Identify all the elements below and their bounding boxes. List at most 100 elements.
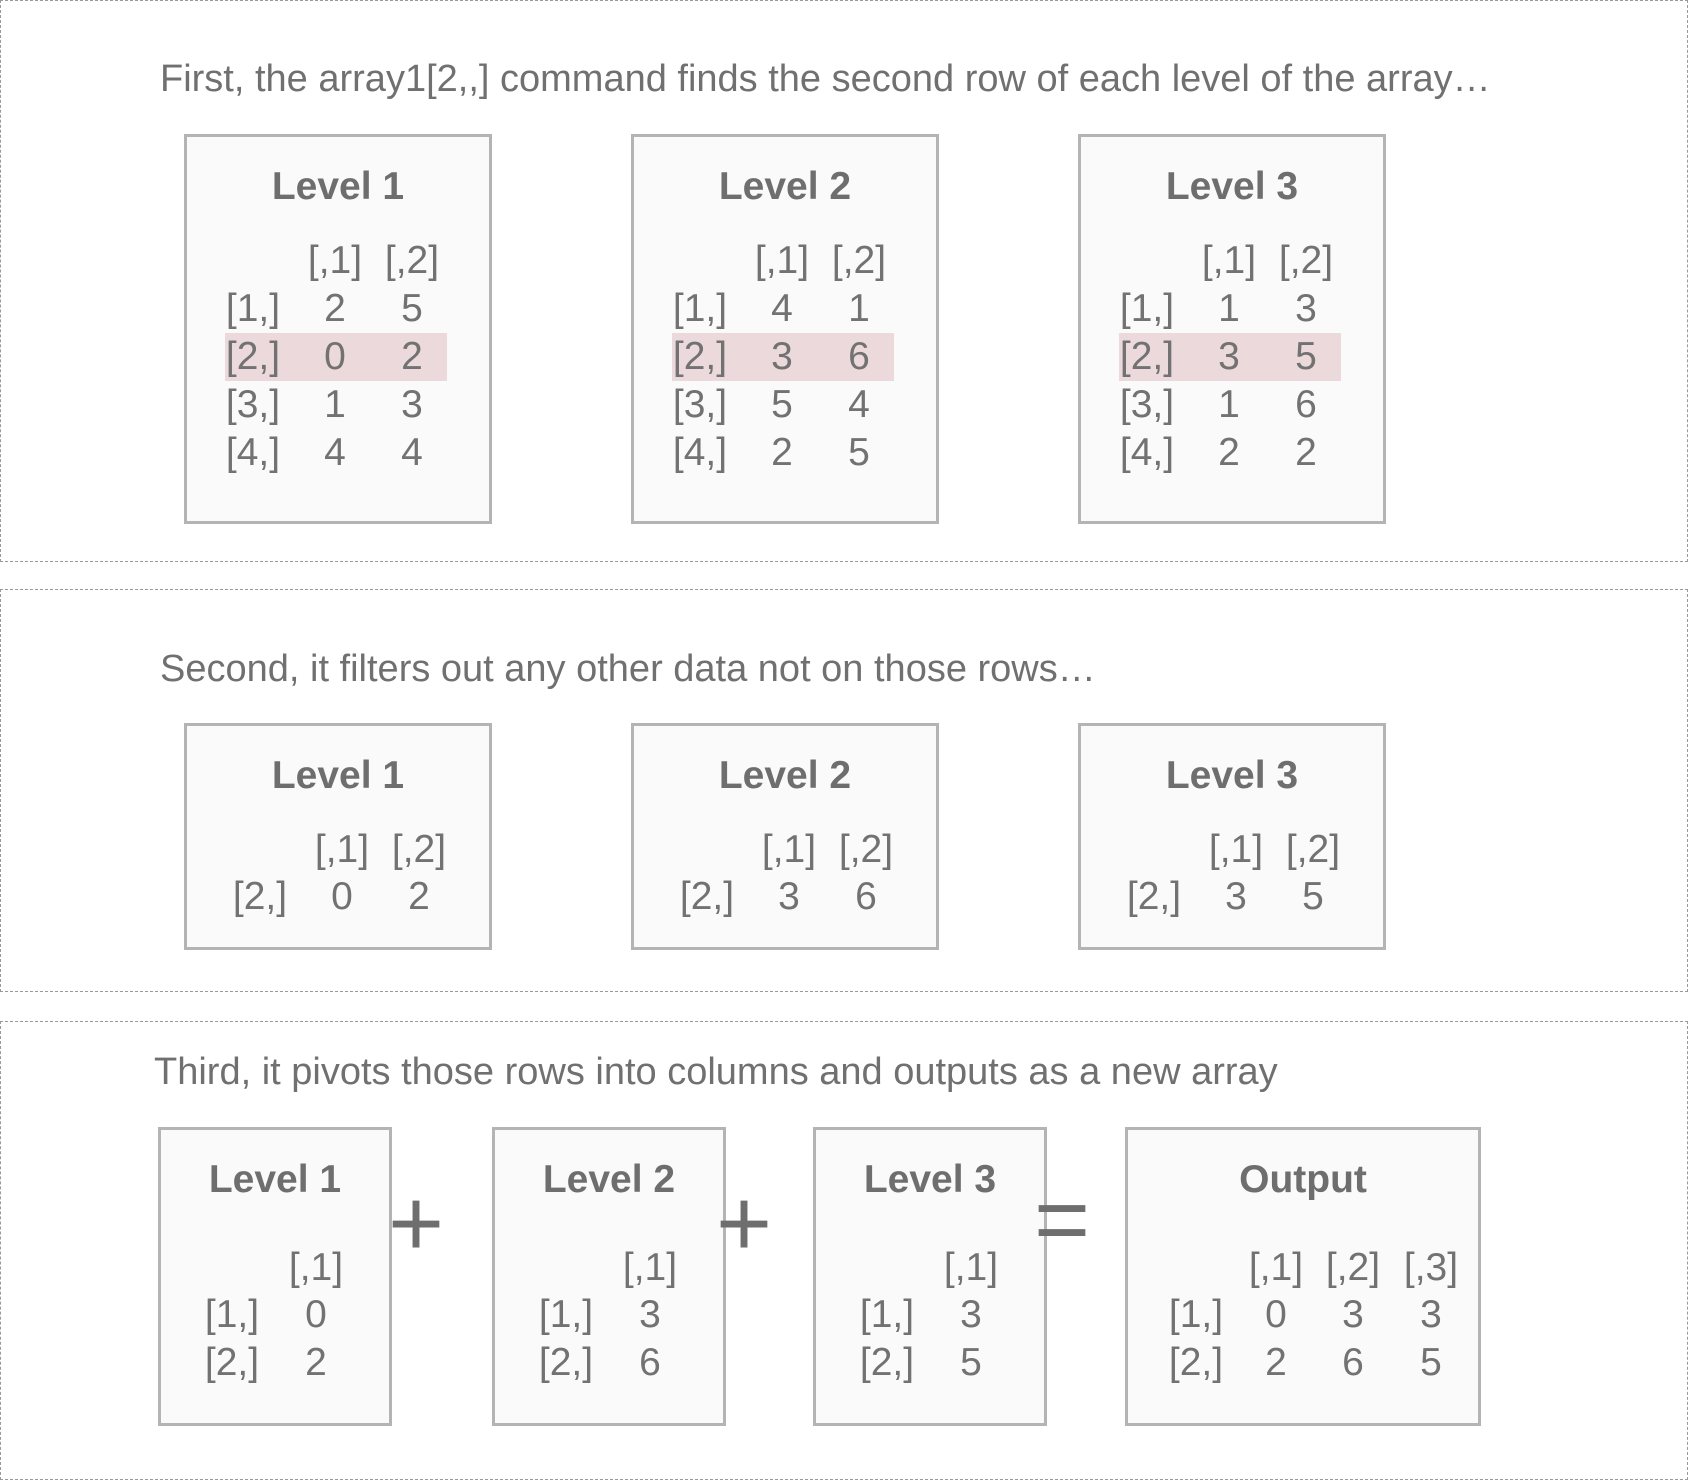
box-title: Level 1 bbox=[208, 1158, 342, 1201]
section-2 bbox=[0, 589, 1688, 992]
row-label: [2,] bbox=[225, 335, 281, 378]
column-header: [,2] bbox=[1285, 828, 1341, 871]
plus-sign: + bbox=[387, 1170, 445, 1277]
row-label: [2,] bbox=[232, 875, 288, 918]
cell-value: 2 bbox=[1265, 1341, 1287, 1384]
column-header: [,1] bbox=[314, 828, 370, 871]
cell-value: 3 bbox=[1420, 1293, 1442, 1336]
cell-value: 1 bbox=[324, 383, 346, 426]
cell-value: 3 bbox=[1218, 335, 1240, 378]
cell-value: 1 bbox=[1218, 287, 1240, 330]
equals-sign: = bbox=[1033, 1166, 1091, 1273]
column-header: [,1] bbox=[761, 828, 817, 871]
cell-value: 2 bbox=[408, 875, 430, 918]
row-label: [2,] bbox=[204, 1341, 260, 1384]
row-label: [4,] bbox=[672, 431, 728, 474]
row-label: [4,] bbox=[225, 431, 281, 474]
array-box-level-2: Level 2[,1][1,]3[2,]6 bbox=[492, 1127, 726, 1426]
box-title: Level 2 bbox=[718, 165, 852, 208]
column-header: [,3] bbox=[1403, 1246, 1459, 1289]
column-header: [,1] bbox=[288, 1246, 344, 1289]
cell-value: 2 bbox=[1295, 431, 1317, 474]
section-3-caption: Third, it pivots those rows into columns… bbox=[154, 1051, 1278, 1093]
cell-value: 2 bbox=[771, 431, 793, 474]
section-1 bbox=[0, 0, 1688, 562]
column-header: [,1] bbox=[1248, 1246, 1304, 1289]
section-2-caption: Second, it filters out any other data no… bbox=[160, 648, 1096, 690]
box-title: Level 2 bbox=[542, 1158, 676, 1201]
row-label: [1,] bbox=[859, 1293, 915, 1336]
cell-value: 5 bbox=[771, 383, 793, 426]
cell-value: 1 bbox=[1218, 383, 1240, 426]
cell-value: 5 bbox=[960, 1341, 982, 1384]
row-label: [2,] bbox=[1119, 335, 1175, 378]
row-label: [1,] bbox=[204, 1293, 260, 1336]
row-label: [2,] bbox=[1126, 875, 1182, 918]
row-label: [1,] bbox=[225, 287, 281, 330]
cell-value: 3 bbox=[960, 1293, 982, 1336]
column-header: [,2] bbox=[1325, 1246, 1381, 1289]
row-highlight bbox=[1119, 333, 1341, 381]
section-1-caption: First, the array1[2,,] command finds the… bbox=[160, 58, 1491, 100]
cell-value: 5 bbox=[1420, 1341, 1442, 1384]
cell-value: 3 bbox=[1225, 875, 1247, 918]
cell-value: 3 bbox=[401, 383, 423, 426]
row-label: [1,] bbox=[672, 287, 728, 330]
row-label: [1,] bbox=[1168, 1293, 1224, 1336]
box-title: Level 3 bbox=[1165, 165, 1299, 208]
cell-value: 2 bbox=[1218, 431, 1240, 474]
column-header: [,1] bbox=[943, 1246, 999, 1289]
cell-value: 6 bbox=[1342, 1341, 1364, 1384]
cell-value: 2 bbox=[401, 335, 423, 378]
box-title: Output bbox=[1239, 1158, 1367, 1201]
cell-value: 5 bbox=[401, 287, 423, 330]
array-box-level-3: Level 3[,1][1,]3[2,]5 bbox=[813, 1127, 1047, 1426]
cell-value: 0 bbox=[331, 875, 353, 918]
plus-sign: + bbox=[715, 1170, 773, 1277]
cell-value: 3 bbox=[1342, 1293, 1364, 1336]
cell-value: 3 bbox=[1295, 287, 1317, 330]
column-header: [,2] bbox=[838, 828, 894, 871]
cell-value: 3 bbox=[771, 335, 793, 378]
cell-value: 4 bbox=[324, 431, 346, 474]
box-title: Level 2 bbox=[718, 754, 852, 797]
cell-value: 0 bbox=[1265, 1293, 1287, 1336]
cell-value: 5 bbox=[1295, 335, 1317, 378]
column-header: [,1] bbox=[307, 239, 363, 282]
row-label: [3,] bbox=[225, 383, 281, 426]
row-highlight bbox=[225, 333, 447, 381]
row-label: [1,] bbox=[1119, 287, 1175, 330]
cell-value: 4 bbox=[848, 383, 870, 426]
column-header: [,1] bbox=[1201, 239, 1257, 282]
row-label: [3,] bbox=[1119, 383, 1175, 426]
cell-value: 2 bbox=[305, 1341, 327, 1384]
row-label: [2,] bbox=[672, 335, 728, 378]
cell-value: 5 bbox=[848, 431, 870, 474]
box-title: Level 1 bbox=[271, 754, 405, 797]
box-title: Level 3 bbox=[863, 1158, 997, 1201]
column-header: [,2] bbox=[831, 239, 887, 282]
cell-value: 2 bbox=[324, 287, 346, 330]
array-box-level-1: Level 1 [,1] [1,] 0 [2,] 2 bbox=[158, 1127, 392, 1426]
column-header: [,2] bbox=[1278, 239, 1334, 282]
cell-value: 6 bbox=[855, 875, 877, 918]
cell-value: 0 bbox=[305, 1293, 327, 1336]
box-title: Level 3 bbox=[1165, 754, 1299, 797]
cell-value: 1 bbox=[848, 287, 870, 330]
cell-value: 4 bbox=[401, 431, 423, 474]
array-box-level-3: Level 3 [,1] [,2] [1,] 1 3 [2,] 3 5 [3,] 1 6 [4,] 2 2 bbox=[1078, 134, 1386, 524]
column-header: [,1] bbox=[1208, 828, 1264, 871]
cell-value: 4 bbox=[771, 287, 793, 330]
row-highlight bbox=[672, 333, 894, 381]
row-label: [1,] bbox=[538, 1293, 594, 1336]
cell-value: 6 bbox=[639, 1341, 661, 1384]
row-label: [4,] bbox=[1119, 431, 1175, 474]
column-header: [,1] bbox=[754, 239, 810, 282]
cell-value: 6 bbox=[1295, 383, 1317, 426]
box-title: Level 1 bbox=[271, 165, 405, 208]
